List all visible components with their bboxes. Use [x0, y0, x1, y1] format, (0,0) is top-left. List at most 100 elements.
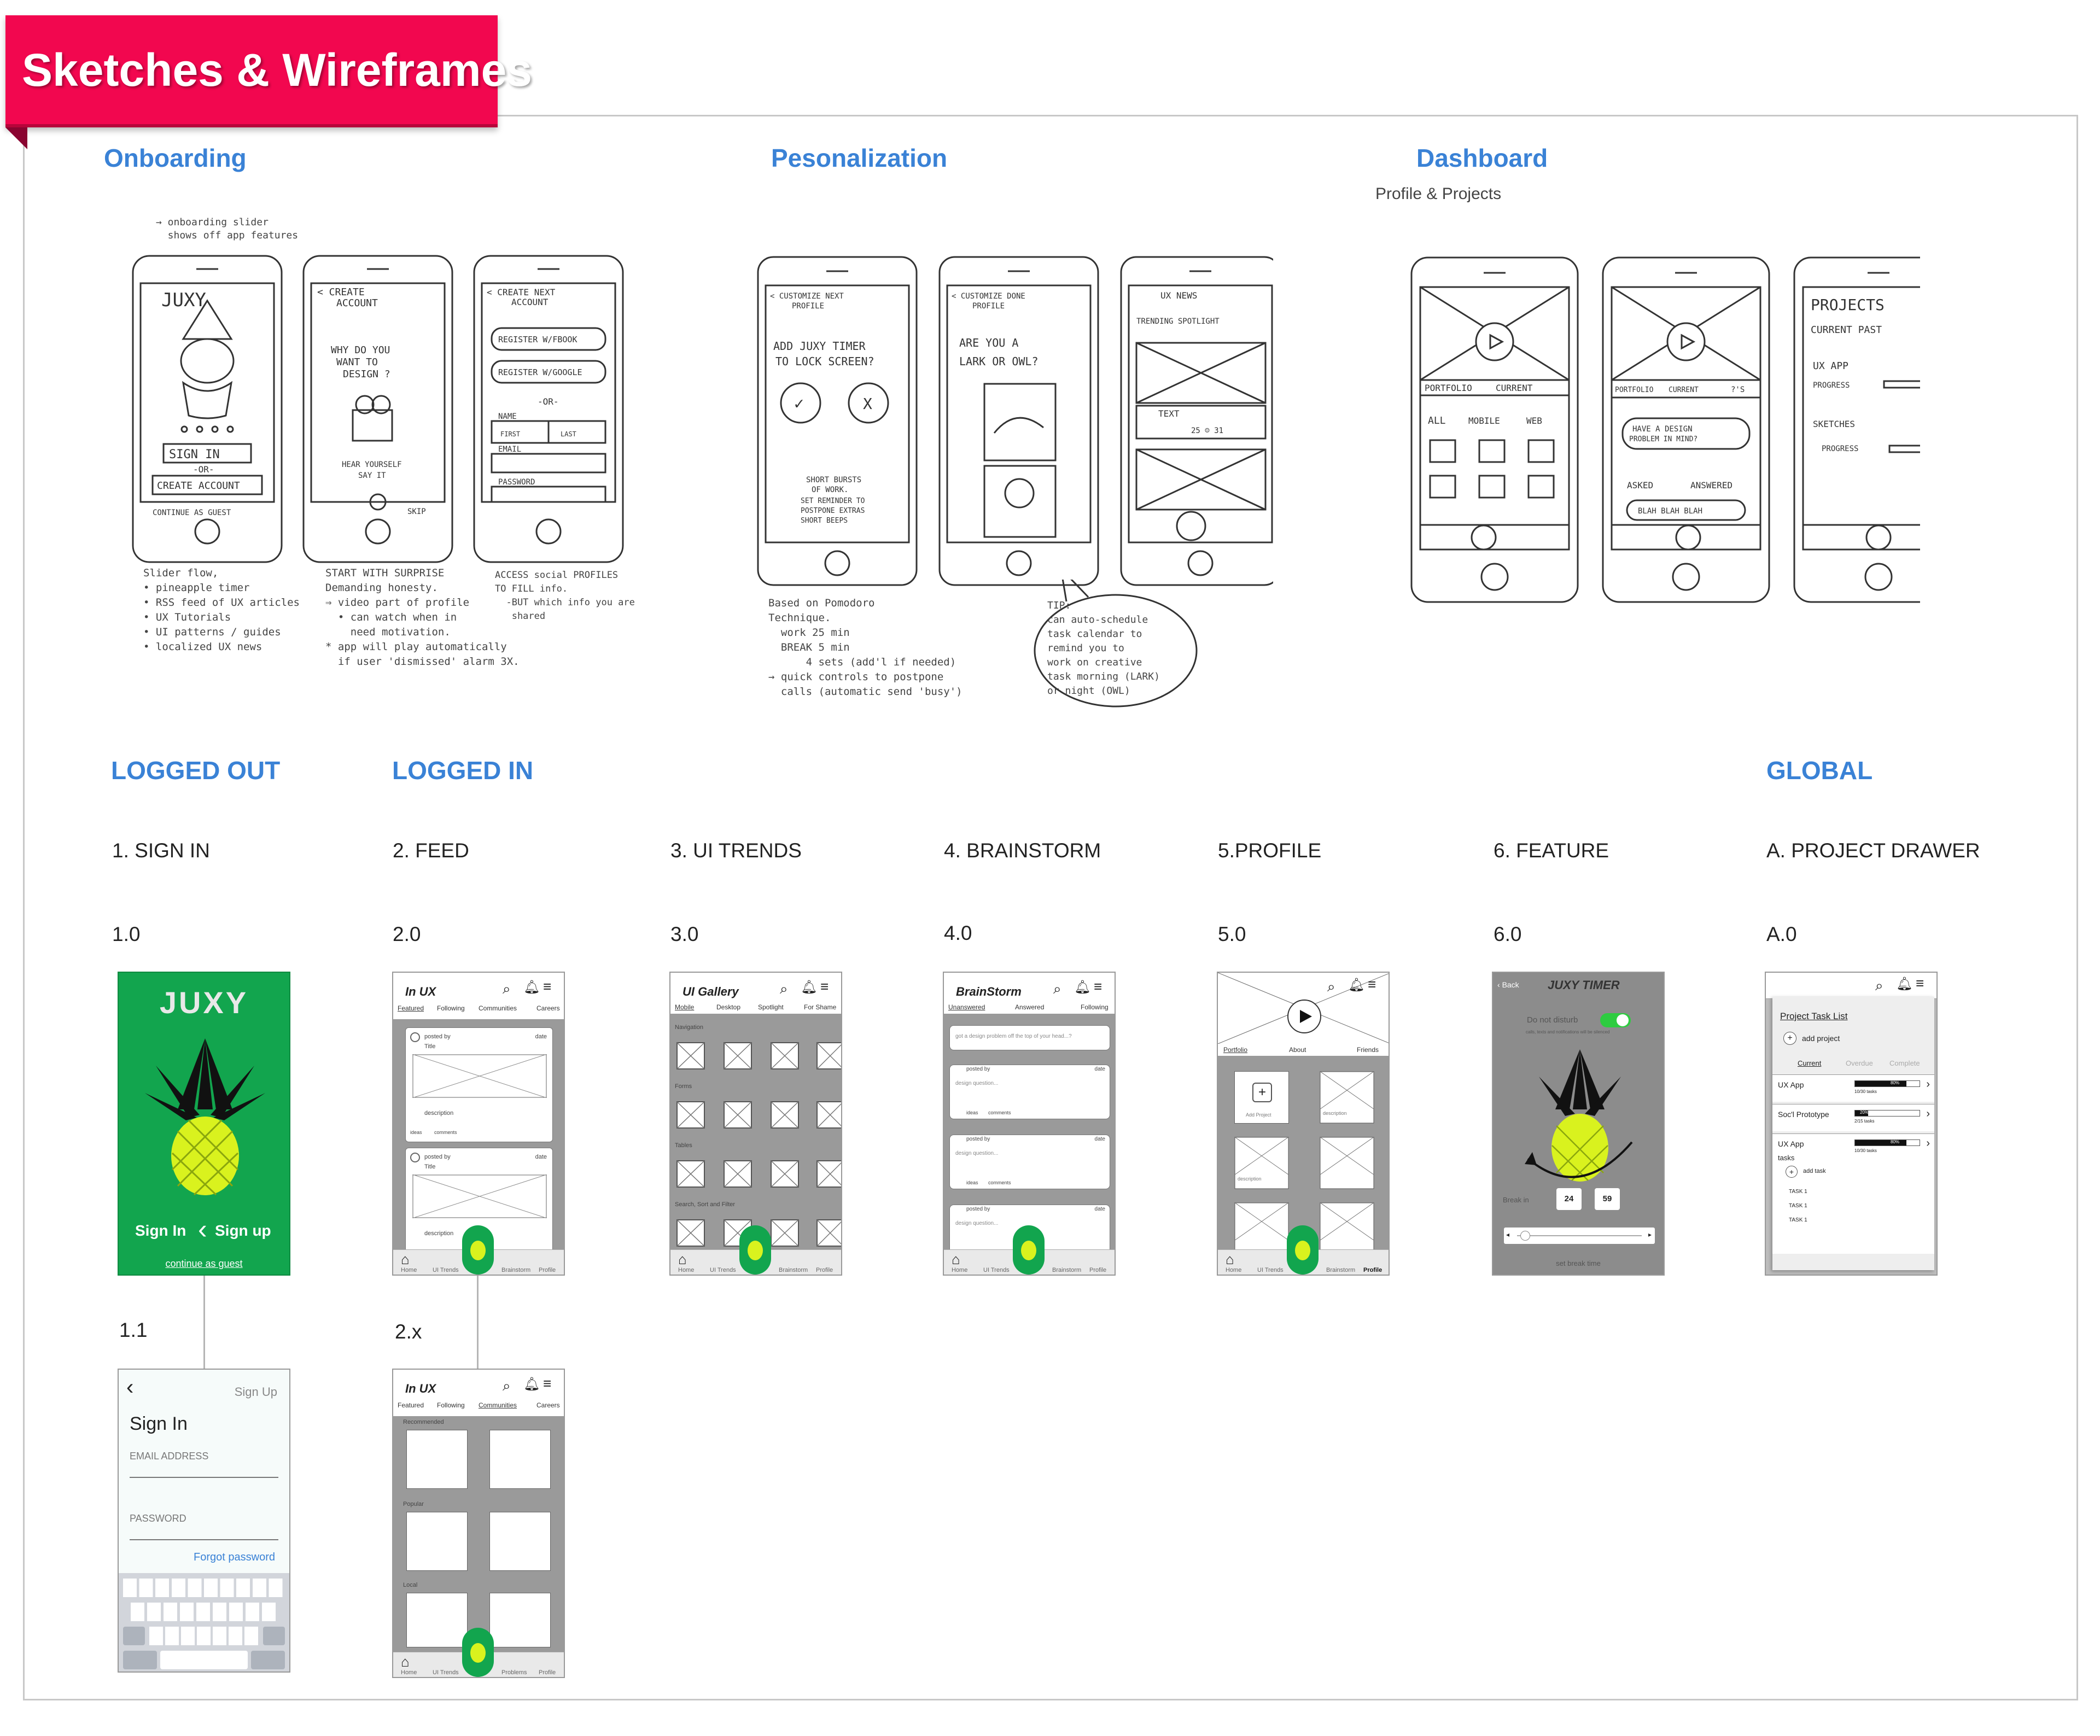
nav-brainstorm[interactable]: Brainstorm: [1326, 1267, 1356, 1273]
tab-for-shame[interactable]: For Shame: [804, 1003, 837, 1011]
search-icon[interactable]: ⌕: [503, 980, 511, 997]
tab-careers[interactable]: Careers: [536, 1401, 560, 1409]
add-project-tile[interactable]: + Add Project: [1234, 1071, 1289, 1124]
numbers-key[interactable]: [123, 1651, 157, 1669]
nav-home[interactable]: Home: [678, 1267, 695, 1273]
comments-link[interactable]: comments: [988, 1110, 1011, 1115]
community-tile[interactable]: [406, 1430, 468, 1489]
tab-portfolio[interactable]: Portfolio: [1223, 1046, 1248, 1054]
chevron-right-icon[interactable]: ›: [1926, 1137, 1930, 1149]
set-break-time-link[interactable]: set break time: [1556, 1259, 1601, 1267]
tab-current[interactable]: Current: [1798, 1059, 1822, 1067]
ideas-link[interactable]: ideas: [966, 1110, 978, 1115]
tab-following[interactable]: Following: [437, 1401, 465, 1409]
search-icon[interactable]: ⌕: [1327, 978, 1335, 995]
pineapple-timer-button[interactable]: [462, 1225, 494, 1275]
menu-icon[interactable]: ≡: [820, 978, 829, 995]
add-project-icon[interactable]: +: [1783, 1032, 1796, 1045]
home-icon[interactable]: ⌂: [401, 1251, 410, 1267]
add-task-link[interactable]: add task: [1803, 1168, 1826, 1174]
nav-ui-trends[interactable]: UI Trends: [1257, 1267, 1284, 1273]
ideas-link[interactable]: ideas: [966, 1180, 978, 1185]
task-item[interactable]: TASK 1: [1789, 1189, 1807, 1195]
nav-home[interactable]: Home: [1226, 1267, 1242, 1273]
nav-profile[interactable]: Profile: [539, 1267, 556, 1273]
chevron-right-icon[interactable]: ›: [1926, 1108, 1930, 1120]
comments-link[interactable]: comments: [988, 1180, 1011, 1185]
community-tile[interactable]: [489, 1593, 551, 1647]
community-tile[interactable]: [406, 1512, 468, 1571]
keyboard-row-2[interactable]: [131, 1603, 278, 1621]
pineapple-timer-button[interactable]: [462, 1628, 494, 1677]
nav-ui-trends[interactable]: UI Trends: [433, 1267, 459, 1273]
feed-post-card[interactable]: posted by date Title description ideas c…: [405, 1027, 553, 1142]
pineapple-timer-button[interactable]: [1013, 1225, 1045, 1275]
nav-ui-trends[interactable]: UI Trends: [433, 1669, 459, 1676]
project-row-expanded[interactable]: UX App 80% 10/30 tasks › tasks + add tas…: [1772, 1133, 1934, 1254]
community-tile[interactable]: [489, 1512, 551, 1571]
community-tile[interactable]: [406, 1593, 468, 1647]
bell-icon[interactable]: 🔔︎: [1896, 977, 1913, 991]
nav-home[interactable]: Home: [401, 1267, 417, 1273]
bell-icon[interactable]: 🔔︎: [1074, 980, 1091, 995]
bell-icon[interactable]: 🔔︎: [523, 1377, 540, 1392]
bell-icon[interactable]: 🔔︎: [1348, 978, 1365, 992]
back-button[interactable]: ‹ Back: [1497, 980, 1519, 989]
home-icon[interactable]: ⌂: [952, 1251, 960, 1267]
keyboard-row-3[interactable]: [149, 1627, 260, 1645]
task-item[interactable]: TASK 1: [1789, 1217, 1807, 1223]
backspace-key[interactable]: [263, 1627, 285, 1645]
nav-brainstorm[interactable]: Brainstorm: [1052, 1267, 1082, 1273]
pineapple-timer-button[interactable]: [1287, 1225, 1319, 1275]
add-task-icon[interactable]: +: [1786, 1166, 1798, 1178]
tab-communities[interactable]: Communities: [479, 1004, 517, 1012]
tab-communities[interactable]: Communities: [479, 1401, 517, 1409]
sign-in-button[interactable]: Sign In: [135, 1222, 186, 1239]
email-field[interactable]: [130, 1477, 278, 1478]
menu-icon[interactable]: ≡: [1368, 976, 1376, 992]
password-field[interactable]: [130, 1539, 278, 1540]
tab-following[interactable]: Following: [437, 1004, 465, 1012]
tab-complete[interactable]: Complete: [1889, 1059, 1920, 1067]
bell-icon[interactable]: 🔔︎: [523, 980, 540, 995]
dnd-toggle[interactable]: [1600, 1013, 1631, 1027]
bell-icon[interactable]: 🔔︎: [801, 980, 818, 995]
community-tile[interactable]: [489, 1430, 551, 1489]
nav-profile[interactable]: Profile: [1089, 1267, 1107, 1273]
add-project-link[interactable]: add project: [1802, 1034, 1840, 1043]
question-card[interactable]: posted by date design question... ideas …: [949, 1135, 1110, 1189]
nav-problems[interactable]: Problems: [501, 1669, 527, 1676]
prompt-input[interactable]: got a design problem off the top of your…: [949, 1025, 1110, 1050]
tab-overdue[interactable]: Overdue: [1846, 1059, 1873, 1067]
volume-slider[interactable]: ◂ ▸: [1504, 1228, 1655, 1244]
home-icon[interactable]: ⌂: [678, 1251, 687, 1267]
space-key[interactable]: [160, 1651, 248, 1669]
tab-desktop[interactable]: Desktop: [716, 1003, 741, 1011]
tab-mobile[interactable]: Mobile: [675, 1003, 695, 1011]
keyboard-row-1[interactable]: [123, 1579, 285, 1597]
project-thumbnail[interactable]: [1320, 1137, 1374, 1189]
nav-profile[interactable]: Profile: [1363, 1267, 1382, 1273]
project-row[interactable]: Soc'l Prototype 20% 2/15 tasks ›: [1772, 1104, 1934, 1131]
tab-unanswered[interactable]: Unanswered: [948, 1003, 985, 1011]
nav-home[interactable]: Home: [952, 1267, 968, 1273]
tab-following[interactable]: Following: [1081, 1003, 1109, 1011]
sign-up-button[interactable]: Sign up: [215, 1222, 271, 1239]
chevron-right-icon[interactable]: ›: [1926, 1078, 1930, 1090]
pineapple-timer-button[interactable]: [739, 1225, 771, 1275]
menu-icon[interactable]: ≡: [543, 1375, 552, 1392]
search-icon[interactable]: ⌕: [1875, 977, 1883, 993]
nav-profile[interactable]: Profile: [539, 1669, 556, 1676]
menu-icon[interactable]: ≡: [1094, 978, 1102, 995]
project-thumbnail[interactable]: [1234, 1137, 1289, 1189]
task-item[interactable]: TASK 1: [1789, 1203, 1807, 1209]
nav-ui-trends[interactable]: UI Trends: [983, 1267, 1010, 1273]
nav-home[interactable]: Home: [401, 1669, 417, 1676]
project-thumbnail[interactable]: [1320, 1071, 1374, 1124]
sign-up-link[interactable]: Sign Up: [234, 1385, 277, 1399]
back-chevron-icon[interactable]: ‹: [126, 1375, 134, 1399]
ideas-link[interactable]: ideas: [410, 1130, 422, 1135]
question-card[interactable]: posted by date design question... ideas …: [949, 1065, 1110, 1119]
tab-answered[interactable]: Answered: [1015, 1003, 1045, 1011]
continue-as-guest-link[interactable]: continue as guest: [165, 1258, 243, 1269]
